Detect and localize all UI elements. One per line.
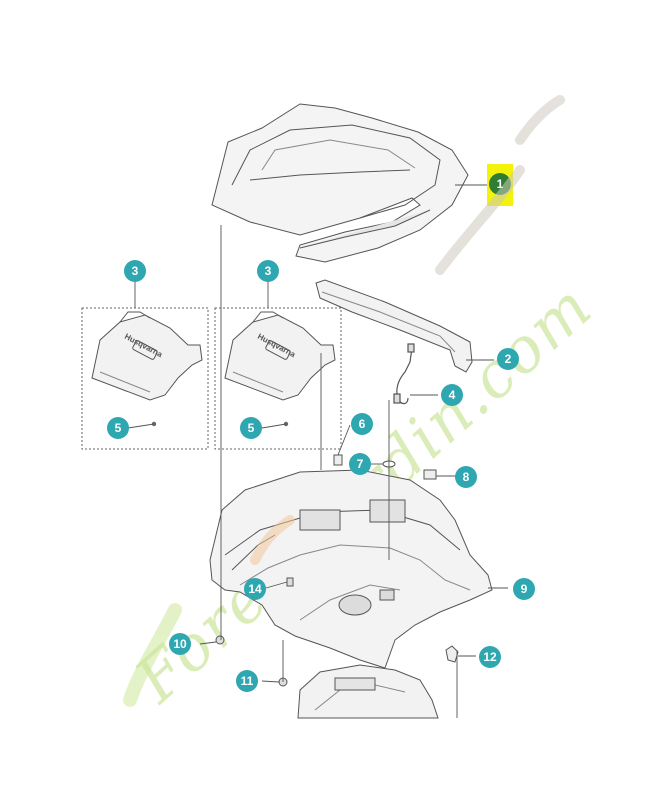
- part-12-clip: [445, 645, 459, 663]
- callout-circle: [349, 453, 371, 475]
- callout-circle: [244, 578, 266, 600]
- lower-housing: [297, 664, 439, 719]
- part-5-screws: [151, 421, 289, 427]
- part-6-grommet: [333, 454, 343, 466]
- leader-lines: [127, 184, 508, 718]
- part-14-screw: [286, 577, 294, 587]
- callout-circle: [513, 578, 535, 600]
- callout-9: 9: [513, 578, 535, 600]
- callout-label: 8: [463, 470, 470, 484]
- part-2-front-strip: [315, 279, 473, 373]
- callout-label: 6: [359, 417, 366, 431]
- callout-6: 6: [351, 413, 373, 435]
- watermark-overlay: [123, 95, 565, 707]
- callout-label: 10: [173, 637, 187, 651]
- callout-7: 7: [349, 453, 371, 475]
- callout-circle: [107, 417, 129, 439]
- callout-14: 14: [244, 578, 266, 600]
- callout-11: 11: [236, 670, 258, 692]
- callout-3: 3: [257, 260, 279, 282]
- callout-1: 1: [487, 164, 513, 206]
- callout-label: 14: [248, 582, 262, 596]
- callout-label: 3: [265, 264, 272, 278]
- callout-2: 2: [497, 348, 519, 370]
- callout-circle: [455, 466, 477, 488]
- callout-label: 2: [505, 352, 512, 366]
- callout-10: 10: [169, 633, 191, 655]
- callout-label: 7: [357, 457, 364, 471]
- callout-5: 5: [107, 417, 129, 439]
- callout-3: 3: [124, 260, 146, 282]
- callout-label: 9: [521, 582, 528, 596]
- callout-12: 12: [479, 646, 501, 668]
- kit-box-right: [214, 307, 342, 450]
- part-1-top-cover: [211, 103, 469, 263]
- part-4-cable: [393, 343, 415, 405]
- part-3-badge-cover-left: Husqvarna: [91, 311, 203, 401]
- part-10-nut: [215, 635, 225, 645]
- callout-label: 5: [115, 421, 122, 435]
- callout-circle: [124, 260, 146, 282]
- callout-circle: [351, 413, 373, 435]
- callout-label: 11: [241, 674, 254, 688]
- part-8-clip: [423, 469, 437, 480]
- callout-8: 8: [455, 466, 477, 488]
- callout-label: 5: [248, 421, 255, 435]
- callout-label: 12: [483, 650, 497, 664]
- callout-label: 4: [449, 388, 456, 402]
- callout-circle: [497, 348, 519, 370]
- callout-circle: [240, 417, 262, 439]
- kit-box-left: [81, 307, 209, 450]
- callout-circle: [169, 633, 191, 655]
- callout-4: 4: [441, 384, 463, 406]
- callout-circle: [236, 670, 258, 692]
- callout-circle: [257, 260, 279, 282]
- callout-label: 1: [497, 177, 504, 191]
- callout-5: 5: [240, 417, 262, 439]
- callout-circle: [479, 646, 501, 668]
- part-3-badge-cover-right: Husqvarna: [224, 311, 336, 401]
- callout-circle: [441, 384, 463, 406]
- callout-label: 3: [132, 264, 139, 278]
